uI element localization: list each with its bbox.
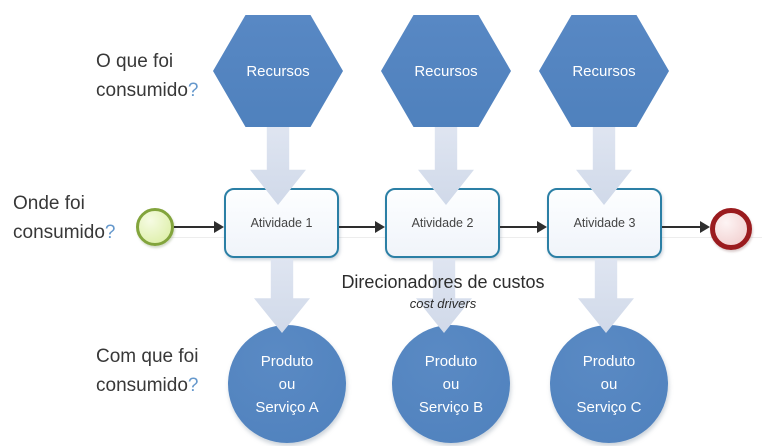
flow-connector-activity2-to-activity3	[500, 226, 539, 228]
resource-label: Recursos	[572, 62, 636, 80]
question-line2: consumido?	[13, 218, 115, 247]
product-circle-b: Produto ou Serviço B	[392, 325, 510, 443]
question-text: O que foi	[96, 51, 174, 72]
flow-connector-start-to-activity1	[174, 226, 216, 228]
resource-label: Recursos	[414, 62, 478, 80]
product-line3: Serviço B	[418, 398, 484, 416]
question-text: consumido	[13, 222, 105, 243]
flow-arrowhead	[214, 221, 224, 233]
end-event-circle	[710, 208, 752, 250]
activity-label: Atividade 2	[411, 216, 474, 230]
question-text: consumido	[96, 80, 188, 101]
question-mark: ?	[187, 80, 199, 101]
question-mark: ?	[104, 222, 116, 243]
cost-drivers-caption-en: cost drivers	[409, 296, 477, 311]
resource-hexagon-2: Recursos	[381, 15, 511, 127]
question-line1: Com que foi	[96, 342, 198, 371]
question-mark: ?	[187, 375, 199, 396]
question-what-consumed: O que foi consumido?	[96, 47, 198, 105]
flow-connector-activity3-to-end	[662, 226, 702, 228]
question-withwhat-consumed: Com que foi consumido?	[96, 342, 198, 400]
activity-to-product-arrow-3	[578, 259, 634, 333]
question-line1: O que foi	[96, 47, 198, 76]
resource-hexagon-3: Recursos	[539, 15, 669, 127]
product-line3: Serviço A	[255, 398, 319, 416]
question-text: Onde foi	[13, 193, 85, 214]
activity-label: Atividade 3	[573, 216, 636, 230]
product-line3: Serviço C	[576, 398, 642, 416]
product-line2: ou	[442, 375, 460, 393]
question-line2: consumido?	[96, 76, 198, 105]
question-line2: consumido?	[96, 371, 198, 400]
product-circle-a: Produto ou Serviço A	[228, 325, 346, 443]
product-line2: ou	[278, 375, 296, 393]
flow-arrowhead	[375, 221, 385, 233]
product-line1: Produto	[260, 352, 314, 370]
activity-to-product-arrow-1	[254, 259, 310, 333]
product-line1: Produto	[582, 352, 636, 370]
resource-hexagon-1: Recursos	[213, 15, 343, 127]
activity-label: Atividade 1	[250, 216, 313, 230]
question-text: Com que foi	[96, 346, 199, 367]
flow-connector-activity1-to-activity2	[339, 226, 377, 228]
resource-label: Recursos	[246, 62, 310, 80]
product-line1: Produto	[424, 352, 478, 370]
question-text: consumido	[96, 375, 188, 396]
cost-drivers-caption-pt: Direcionadores de custos	[341, 272, 545, 292]
product-line2: ou	[600, 375, 618, 393]
start-event-circle	[136, 208, 174, 246]
flow-arrowhead	[700, 221, 710, 233]
question-where-consumed: Onde foi consumido?	[13, 189, 115, 247]
question-line1: Onde foi	[13, 189, 115, 218]
product-circle-c: Produto ou Serviço C	[550, 325, 668, 443]
flow-arrowhead	[537, 221, 547, 233]
